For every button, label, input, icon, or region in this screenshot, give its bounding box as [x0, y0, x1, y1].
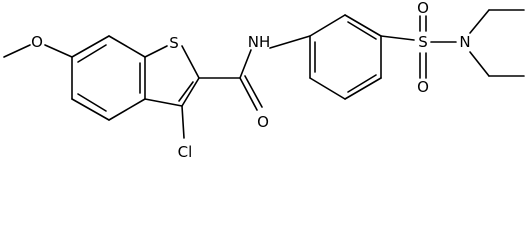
- bond-ph-2: [344, 14, 382, 37]
- atom-s-sulfonyl: S: [418, 33, 428, 51]
- bond-c2-c3: [181, 77, 200, 107]
- bond-ph-double-2: [347, 21, 377, 40]
- atom-o-sulfonyl-bottom: O: [417, 78, 429, 96]
- bond-n-ethyl-1a: [469, 9, 490, 34]
- bond-carbonyl-o-double: [244, 75, 263, 108]
- bond-ring-4: [108, 98, 146, 121]
- bond-methyl-o: [3, 44, 31, 58]
- bond-ring-1: [71, 35, 110, 58]
- bond-ring-5: [71, 98, 110, 121]
- atom-o-methoxy: O: [31, 33, 43, 51]
- bond-lines: [3, 9, 525, 139]
- bond-ph-5: [309, 77, 346, 100]
- bond-ph-double-3: [347, 74, 377, 93]
- atom-nh-amide: NH: [248, 33, 271, 51]
- bond-c3-cl: [181, 105, 185, 139]
- bond-n-ethyl-2a: [469, 51, 490, 77]
- atom-cl: Cl: [178, 143, 193, 161]
- bond-c2-c3-double: [178, 81, 194, 102]
- chemical-structure-diagram: O S Cl NH O S O O N: [3, 0, 525, 161]
- bond-n-aryl: [269, 35, 311, 49]
- atom-n-sulfonamide: N: [459, 33, 470, 51]
- bond-ring-double-3: [77, 93, 107, 112]
- atom-labels: O S Cl NH O S O O N: [31, 0, 471, 161]
- bond-c-s: [144, 45, 168, 58]
- bond-ring-double-1: [77, 44, 107, 63]
- bond-o-aryl: [44, 44, 73, 58]
- bond-ph-4: [344, 77, 382, 100]
- bond-ring-2: [108, 35, 146, 58]
- atom-s-thiophene: S: [169, 34, 179, 52]
- bond-carbonyl-n: [239, 49, 252, 79]
- bond-carbonyl-o: [239, 77, 258, 111]
- bond-s-c2: [181, 45, 200, 79]
- atom-o-sulfonyl-top: O: [417, 0, 429, 17]
- bond-aryl-s: [380, 35, 415, 41]
- atom-o-amide: O: [257, 113, 269, 131]
- bond-c3-c3a: [144, 98, 183, 107]
- bond-ph-1: [309, 14, 346, 37]
